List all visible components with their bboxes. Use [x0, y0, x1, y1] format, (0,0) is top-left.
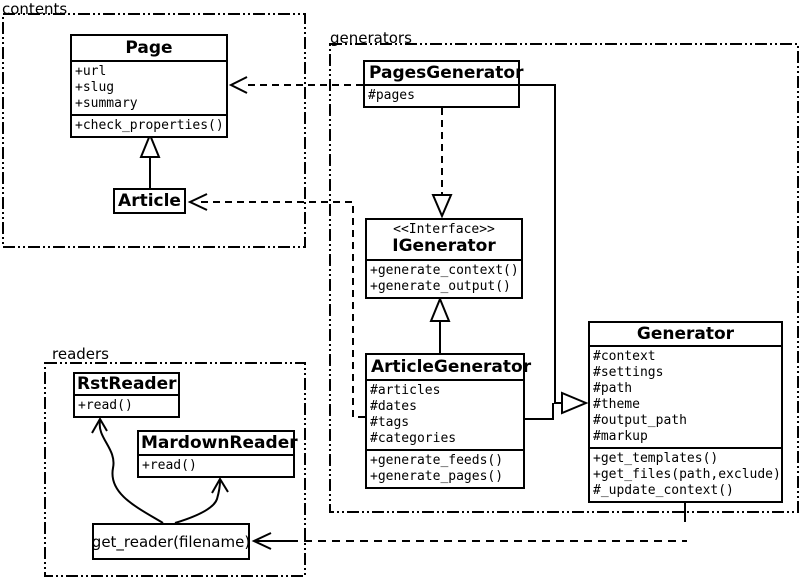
class-pagesgenerator-attributes: #pages: [365, 84, 518, 106]
package-contents-border: [2, 13, 306, 248]
package-label-readers: readers: [52, 345, 109, 363]
class-page-title: Page: [125, 38, 173, 58]
attribute: #markup: [593, 429, 648, 444]
class-igenerator-header: <<Interface>> IGenerator: [367, 220, 521, 259]
class-pagesgenerator: PagesGenerator #pages: [363, 60, 524, 108]
class-articlegenerator-title: ArticleGenerator: [371, 357, 532, 377]
inheritance-triangle-icon: [561, 391, 589, 415]
class-igenerator-stereotype: <<Interface>>: [393, 222, 495, 237]
attribute: +slug: [75, 80, 115, 95]
attribute: #categories: [370, 431, 457, 446]
attribute: #tags: [370, 415, 410, 430]
class-article: Article: [113, 188, 186, 214]
package-readers-border: [44, 362, 306, 577]
curve-getreader-mardownreader: [174, 480, 221, 524]
class-rstreader-methods: +read(): [75, 394, 178, 416]
generalization-line-pagesgenerator-generator: [520, 84, 562, 404]
method: +generate_context(): [370, 263, 519, 278]
package-label-generators: generators: [330, 29, 412, 47]
class-articlegenerator-methods: +generate_feeds() +generate_pages(): [367, 449, 523, 487]
class-generator: Generator #context #settings #path #them…: [588, 321, 783, 503]
class-articlegenerator: ArticleGenerator #articles #dates #tags …: [365, 353, 532, 489]
function-get-reader-label: get_reader(filename): [91, 532, 251, 551]
class-rstreader-title: RstReader: [77, 374, 177, 394]
method: +read(): [78, 398, 133, 413]
method: +get_files(path,exclude): [593, 467, 781, 482]
attribute: #context: [593, 349, 656, 364]
function-get-reader: get_reader(filename): [92, 523, 250, 560]
attribute: +url: [75, 64, 107, 79]
method: +read(): [142, 458, 197, 473]
class-mardownreader-title: MardownReader: [141, 433, 298, 453]
attribute: #output_path: [593, 413, 687, 428]
attribute: +summary: [75, 96, 138, 111]
open-arrowhead-icon: [228, 76, 248, 94]
class-igenerator: <<Interface>> IGenerator +generate_conte…: [365, 218, 523, 299]
class-rstreader: RstReader +read(): [73, 372, 180, 418]
realization-triangle-icon: [431, 194, 453, 219]
inheritance-triangle-icon: [429, 296, 451, 322]
curve-getreader-rstreader: [98, 420, 164, 524]
package-label-contents: contents: [2, 0, 68, 18]
class-article-title: Article: [118, 191, 181, 211]
method: +generate_output(): [370, 279, 511, 294]
open-arrowhead-icon: [211, 477, 229, 494]
attribute: #dates: [370, 399, 417, 414]
class-mardownreader-methods: +read(): [139, 454, 293, 476]
class-igenerator-title: IGenerator: [392, 236, 496, 256]
method: +get_templates(): [593, 451, 719, 466]
class-generator-methods: +get_templates() +get_files(path,exclude…: [590, 447, 781, 501]
generalization-line-articlegenerator-generator: [525, 403, 554, 420]
attribute: #theme: [593, 397, 640, 412]
class-page-methods: +check_properties(): [72, 114, 226, 136]
attribute: #pages: [368, 88, 415, 103]
class-pagesgenerator-title: PagesGenerator: [369, 63, 524, 83]
class-generator-title: Generator: [636, 324, 735, 344]
attribute: #articles: [370, 383, 441, 398]
class-articlegenerator-attributes: #articles #dates #tags #categories: [367, 379, 523, 449]
method: +generate_feeds(): [370, 453, 504, 468]
method: +check_properties(): [75, 118, 224, 133]
class-igenerator-methods: +generate_context() +generate_output(): [367, 259, 521, 297]
attribute: #path: [593, 381, 633, 396]
package-generators-border: [329, 43, 799, 513]
class-page: Page +url +slug +summary +check_properti…: [70, 34, 228, 138]
class-mardownreader: MardownReader +read(): [137, 430, 298, 478]
open-arrowhead-icon: [187, 193, 208, 211]
class-page-attributes: +url +slug +summary: [72, 60, 226, 114]
inheritance-triangle-icon: [139, 132, 161, 158]
attribute: #settings: [593, 365, 664, 380]
class-generator-attributes: #context #settings #path #theme #output_…: [590, 345, 781, 447]
open-arrowhead-icon: [251, 532, 272, 550]
dependency-line-articlegenerator-article: [196, 201, 365, 418]
method: +generate_pages(): [370, 469, 504, 484]
open-arrowhead-icon: [91, 417, 108, 434]
method: #_update_context(): [593, 483, 734, 498]
